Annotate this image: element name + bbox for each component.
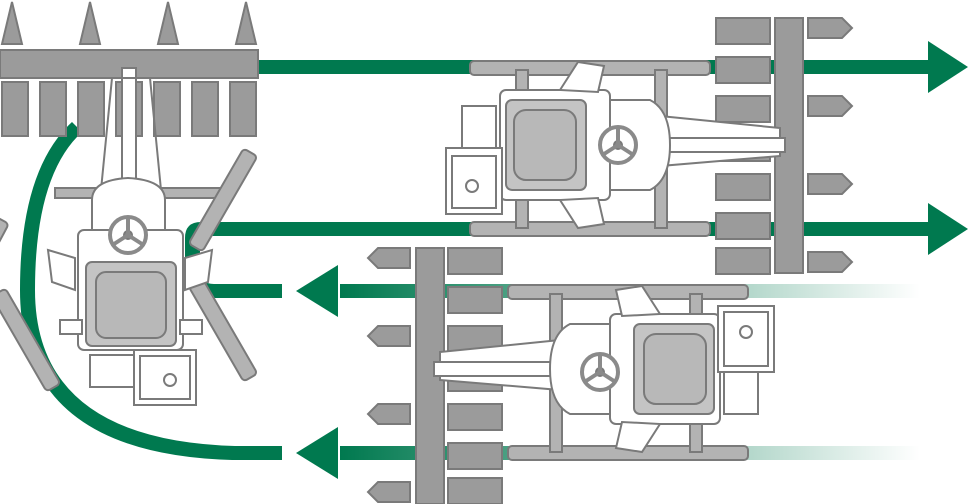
arrow-left-bottom bbox=[296, 427, 338, 479]
arrow-right-top bbox=[928, 41, 968, 93]
tractor-right-heading bbox=[445, 17, 854, 275]
arrow-left-middle bbox=[296, 265, 338, 317]
steering-wheel-icon bbox=[108, 215, 148, 255]
tractor-turning bbox=[0, 1, 259, 406]
steering-wheel-icon bbox=[598, 125, 638, 165]
implement-tines-icon bbox=[0, 1, 258, 137]
arrow-right-middle bbox=[928, 203, 968, 255]
tractor-left-heading bbox=[366, 247, 775, 504]
steering-wheel-icon bbox=[580, 352, 620, 392]
